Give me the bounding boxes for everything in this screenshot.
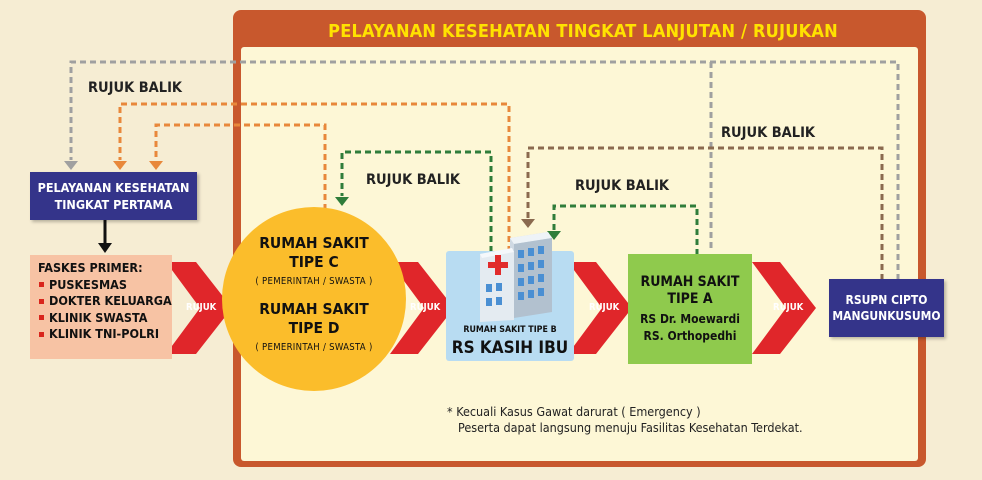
dashed-return-brown [526,146,884,280]
primary-care-box: PELAYANAN KESEHATAN TINGKAT PERTAMA [30,172,197,220]
rs-tipe-d-line-2: TIPE D [288,319,340,337]
bullet-icon [39,331,44,337]
rs-tipe-a-box: RUMAH SAKIT TIPE A RS Dr. Moewardi RS. O… [628,254,752,364]
arrowhead-black [98,243,112,253]
faskes-heading: FASKES PRIMER: [38,260,143,275]
rs-tipe-a-line-1: RUMAH SAKIT [640,273,740,290]
rujuk-balik-label-4: RUJUK BALIK [721,125,816,141]
bullet-icon [39,298,44,304]
note-line-2: Peserta dapat langsung menuju Fasilitas … [458,420,803,435]
faskes-item: DOKTER KELUARGA [38,293,172,310]
rs-tipe-cd-circle: RUMAH SAKIT TIPE C ( PEMERINTAH / SWASTA… [222,207,406,391]
faskes-item-label: DOKTER KELUARGA [49,293,172,308]
rujuk-balik-label-3: RUJUK BALIK [575,178,670,194]
primary-care-line-1: PELAYANAN KESEHATAN [37,180,190,195]
rs-tipe-a-hospital-1: RS Dr. Moewardi [640,311,740,326]
rs-tipe-b-sub: RUMAH SAKIT TIPE B [463,325,557,335]
dashed-return-orange [118,102,511,252]
bullet-icon [39,315,44,321]
arrowhead-green [335,197,349,206]
faskes-item: PUSKESMAS [38,277,172,294]
arrowhead-brown [521,219,535,228]
faskes-item: KLINIK TNI-POLRI [38,326,172,343]
faskes-item-label: PUSKESMAS [49,276,127,292]
rs-tipe-a-line-2: TIPE A [667,290,713,307]
faskes-item-label: KLINIK SWASTA [49,309,148,325]
rs-tipe-c-line-2: TIPE C [289,253,339,271]
hospital-building-icon [480,232,552,322]
rscm-box: RSUPN CIPTO MANGUNKUSUMO [829,279,944,337]
dashed-return-green-2 [552,204,699,255]
rujuk-arrow-3 [568,262,632,354]
rs-tipe-b-name: RS KASIH IBU [451,338,569,358]
note-line-1: * Kecuali Kasus Gawat darurat ( Emergenc… [447,404,701,419]
rujuk-label-3: RUJUK [589,302,620,313]
rujuk-arrow-1 [166,262,232,354]
rujuk-arrow-4 [752,262,816,354]
arrowhead-orange [113,161,127,170]
emergency-note: * Kecuali Kasus Gawat darurat ( Emergenc… [447,404,803,436]
dashed-return-orange-2 [154,123,327,210]
rs-tipe-c-line-1: RUMAH SAKIT [259,234,369,252]
arrowhead-gray [64,161,78,170]
rs-tipe-d-line-1: RUMAH SAKIT [259,300,369,318]
dashed-return-green [340,150,493,252]
rscm-line-1: RSUPN CIPTO [845,293,928,307]
rs-tipe-a-hospital-2: RS. Orthopedhi [643,328,737,343]
rscm-line-2: MANGUNKUSUMO [832,309,941,323]
rujuk-label-4: RUJUK [773,302,804,313]
rujuk-label-1: RUJUK [186,302,217,313]
rujuk-balik-label-1: RUJUK BALIK [88,80,183,96]
section-title: PELAYANAN KESEHATAN TINGKAT LANJUTAN / R… [328,20,838,42]
rujuk-label-2: RUJUK [410,302,441,313]
faskes-item-label: KLINIK TNI-POLRI [49,326,160,341]
primary-care-line-2: TINGKAT PERTAMA [54,197,173,212]
rujuk-balik-label-2: RUJUK BALIK [366,172,461,188]
rs-tipe-c-sub: ( PEMERINTAH / SWASTA ) [255,276,373,287]
arrowhead-orange-2 [149,161,163,170]
rujuk-arrow-2 [390,262,454,354]
arrowhead-green-2 [547,231,561,240]
rs-tipe-d-sub: ( PEMERINTAH / SWASTA ) [255,342,373,353]
dashed-return-gray [69,60,900,290]
faskes-primer-box: FASKES PRIMER: PUSKESMAS DOKTER KELUARGA… [30,255,172,359]
bullet-icon [39,282,44,288]
faskes-item: KLINIK SWASTA [38,310,172,327]
